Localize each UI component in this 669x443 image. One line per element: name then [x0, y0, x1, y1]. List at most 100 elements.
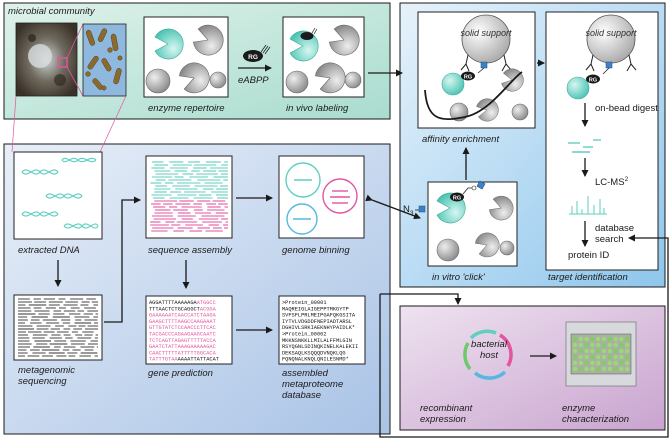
enzyme-repertoire-enzymes — [145, 20, 228, 98]
microplate-well — [584, 360, 589, 366]
microplate-well — [578, 360, 583, 366]
protein-sequence-line: >Protein_00002 — [282, 332, 327, 338]
microplate-well — [590, 354, 595, 360]
gene-sequence-line: AGGATTTTAAAAAGAATGGCC — [149, 300, 216, 306]
microplate-well — [596, 360, 601, 366]
sequencing-reads — [18, 298, 98, 357]
microplate-well — [596, 336, 601, 342]
label-on-bead-digest: on-bead digest — [595, 103, 658, 114]
microplate-well — [619, 360, 624, 366]
microplate-well — [613, 360, 618, 366]
microplate-well — [572, 354, 578, 360]
soil-photo — [15, 22, 78, 97]
gene-sequence-line: GAAGCTTTTAAGCCAAGAAAT — [149, 319, 216, 325]
microplate-well — [590, 348, 595, 354]
microplate-well — [572, 360, 578, 366]
bacterial-host-plasmid: bacterial host — [463, 329, 513, 380]
microplate-well — [584, 366, 589, 372]
svg-text:bacterial: bacterial — [471, 339, 508, 350]
ms-spectrum — [569, 196, 607, 215]
protein-sequence-line: RSYQGNLSDINQKINELKALEKII — [282, 344, 358, 350]
target-solid-support: solid support RG — [566, 14, 637, 100]
microplate-well — [625, 336, 630, 342]
microplate-well — [590, 342, 595, 348]
microplate-well — [578, 366, 583, 372]
affinity-solid-support: solid support — [460, 14, 512, 74]
dna-helices — [21, 157, 99, 229]
protein-sequence-line: SVFSFLPRLMEIPGAFQKGSITA — [282, 313, 356, 319]
microplate-well — [607, 366, 612, 372]
zoom-line-top — [66, 23, 84, 59]
protein-sequence-line: MAQREIGLAIGEPPTMKGYTP — [282, 306, 349, 312]
microplate-well — [607, 336, 612, 342]
microplate-photo — [565, 321, 637, 387]
label-microbial-community: microbial community — [8, 6, 96, 17]
label-lc-ms: LC-MS2 — [595, 176, 629, 188]
arrow-database-to-search — [379, 234, 669, 438]
microplate-well — [625, 366, 630, 372]
label-protein-id: protein ID — [568, 250, 609, 261]
label-enzyme-repertoire: enzyme repertoire — [148, 103, 225, 114]
microplate-well — [619, 336, 624, 342]
microplate-well — [625, 342, 630, 348]
in-vivo-labeling-enzymes — [285, 20, 364, 98]
microplate-well — [601, 336, 607, 342]
label-gene-prediction: gene prediction — [148, 368, 213, 379]
gene-sequence-line: TATTTGTAAAAAATTATTACAT — [149, 357, 219, 363]
microplate-well — [596, 342, 601, 348]
microplate-well — [572, 342, 578, 348]
svg-text:RG: RG — [453, 196, 461, 202]
sequence-assembly-box — [145, 155, 233, 239]
microplate-well — [584, 348, 589, 354]
microplate-well — [584, 342, 589, 348]
gene-sequence-line: TACGACCCAGAAGAAGCAATC — [149, 332, 216, 338]
protein-sequence-line: MKKNSNKKLLMILALFFMLGIN — [282, 338, 352, 344]
zoom-line-dna-right — [99, 95, 127, 153]
svg-text:solid support: solid support — [460, 28, 512, 38]
microplate-well — [601, 366, 607, 372]
label-eabpp: eABPP — [238, 75, 269, 86]
microplate-well — [607, 342, 612, 348]
label-sequence-assembly: sequence assembly — [148, 245, 233, 256]
microplate-well — [625, 354, 630, 360]
gene-sequence-line: GAAAAAATCAACCATCTAAGA — [149, 313, 217, 319]
zoom-line-bottom — [66, 66, 84, 97]
protein-sequence-line: >Protein_00001 — [282, 300, 327, 306]
microplate-well — [578, 348, 583, 354]
microplate-well — [607, 360, 612, 366]
microplate-well — [572, 348, 578, 354]
label-in-vitro-click: in vitro 'click' — [432, 272, 486, 283]
svg-text:host: host — [480, 350, 498, 361]
gene-sequence-line: TCTCAGTTAGAGTTTTTACCA — [149, 338, 217, 344]
microplate-well — [590, 336, 595, 342]
microplate-well — [584, 336, 589, 342]
microplate-well — [619, 354, 624, 360]
microplate-well — [596, 366, 601, 372]
microplate-well — [590, 366, 595, 372]
arrow-sequencing-to-assembly — [104, 196, 141, 323]
svg-text:RG: RG — [589, 78, 597, 84]
protein-sequence-line: DEKSAQLKSQQQDVNQKLQG — [282, 350, 346, 356]
microplate-well — [601, 342, 607, 348]
label-in-vivo-labeling: in vivo labeling — [286, 103, 349, 114]
label-target-identification: target identification — [548, 272, 628, 283]
arrow-to-recombinant — [380, 293, 462, 305]
bacteria-zoom — [82, 23, 127, 97]
microplate-well — [601, 354, 607, 360]
genome-bins — [285, 162, 358, 235]
microplate-well — [619, 348, 624, 354]
in-vitro-click-enzymes: RG — [436, 180, 517, 262]
microplate-well — [619, 342, 624, 348]
zoom-line-dna-left — [11, 95, 17, 153]
gene-prediction-sequence: AGGATTTTAAAAAGAATGGCCTTTAACTCTGCAGGCTACG… — [149, 300, 219, 363]
microplate-well — [578, 354, 583, 360]
svg-text:solid support: solid support — [585, 28, 637, 38]
microplate-well — [613, 336, 618, 342]
label-genome-binning: genome binning — [282, 245, 350, 256]
microplate-well — [584, 354, 589, 360]
microplate-well — [625, 360, 630, 366]
microplate-well — [613, 348, 618, 354]
microplate-well — [607, 348, 612, 354]
